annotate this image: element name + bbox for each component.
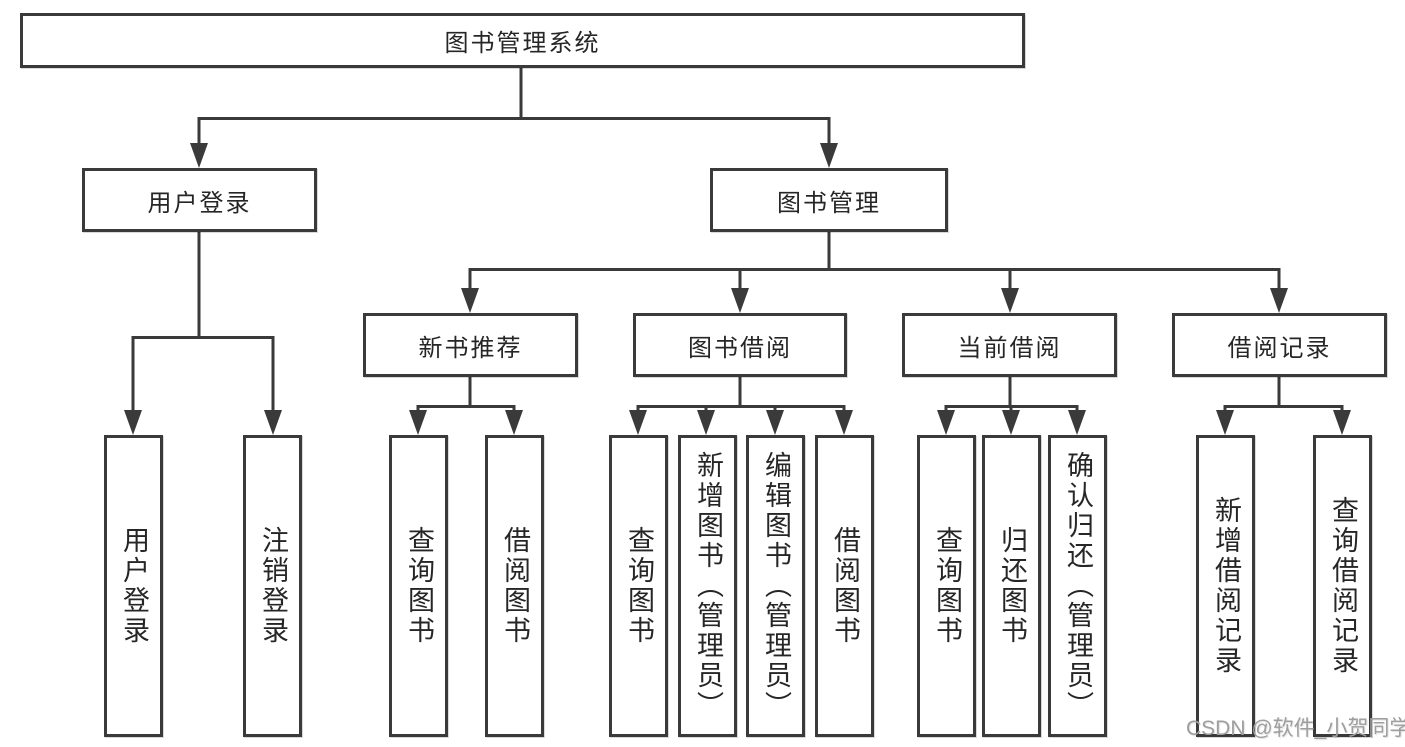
node-library-management-system: 图书管理系统 xyxy=(20,13,1025,68)
node-book-borrowing: 图书借阅 xyxy=(633,313,847,377)
leaf-label: 新增借阅记录 xyxy=(1211,496,1241,676)
node-label: 用户登录 xyxy=(147,189,252,217)
node-label: 图书借阅 xyxy=(688,334,792,362)
node-book-management: 图书管理 xyxy=(710,168,948,232)
connector-current-children xyxy=(944,377,1079,414)
connector-newbooks-children xyxy=(416,377,516,414)
leaf-query-books-borrow: 查询图书 xyxy=(609,435,668,737)
leaf-label: 查询图书 xyxy=(932,526,962,646)
node-label: 当前借阅 xyxy=(957,334,1062,362)
node-label: 借阅记录 xyxy=(1227,334,1332,362)
node-current-borrowing: 当前借阅 xyxy=(902,313,1117,377)
node-label: 新书推荐 xyxy=(418,334,523,362)
leaf-logout: 注销登录 xyxy=(243,435,302,737)
leaf-label: 确认归还（管理员） xyxy=(1063,451,1093,721)
leaf-label: 借阅图书 xyxy=(500,526,530,646)
leaf-add-borrow-record: 新增借阅记录 xyxy=(1196,435,1255,737)
arrowhead-icons xyxy=(124,143,1351,435)
connector-userlogin-children xyxy=(131,232,275,414)
leaf-query-books-recommend: 查询图书 xyxy=(389,435,448,737)
connector-borrow-children xyxy=(636,377,846,414)
leaf-borrow-books-recommend: 借阅图书 xyxy=(485,435,544,737)
leaf-borrow-books: 借阅图书 xyxy=(815,435,874,737)
leaf-user-login: 用户登录 xyxy=(104,435,163,737)
leaf-label: 注销登录 xyxy=(258,526,288,646)
leaf-confirm-return-admin: 确认归还（管理员） xyxy=(1048,435,1107,737)
node-label: 图书管理 xyxy=(777,189,881,217)
leaf-add-book-admin: 新增图书（管理员） xyxy=(678,435,737,737)
connector-bookmgmt-children xyxy=(468,232,1281,292)
csdn-watermark: CSDN @软件_小贺同学 xyxy=(1186,717,1405,740)
leaf-label: 查询借阅记录 xyxy=(1328,496,1358,676)
leaf-label: 新增图书（管理员） xyxy=(693,451,723,721)
leaf-return-book: 归还图书 xyxy=(982,435,1041,737)
leaf-edit-book-admin: 编辑图书（管理员） xyxy=(746,435,805,737)
leaf-label: 查询图书 xyxy=(404,526,434,646)
node-borrowing-records: 借阅记录 xyxy=(1172,313,1387,377)
leaf-label: 借阅图书 xyxy=(830,526,860,646)
leaf-query-books-current: 查询图书 xyxy=(917,435,976,737)
node-new-book-recommendation: 新书推荐 xyxy=(363,313,578,377)
node-label: 图书管理系统 xyxy=(444,30,601,57)
connector-root-to-level2 xyxy=(197,68,831,146)
leaf-label: 用户登录 xyxy=(119,526,149,646)
leaf-label: 编辑图书（管理员） xyxy=(761,451,791,721)
leaf-label: 查询图书 xyxy=(624,526,654,646)
node-user-login: 用户登录 xyxy=(82,168,317,232)
leaf-label: 归还图书 xyxy=(997,526,1027,646)
connector-records-children xyxy=(1223,377,1344,414)
leaf-query-borrow-record: 查询借阅记录 xyxy=(1313,435,1372,737)
